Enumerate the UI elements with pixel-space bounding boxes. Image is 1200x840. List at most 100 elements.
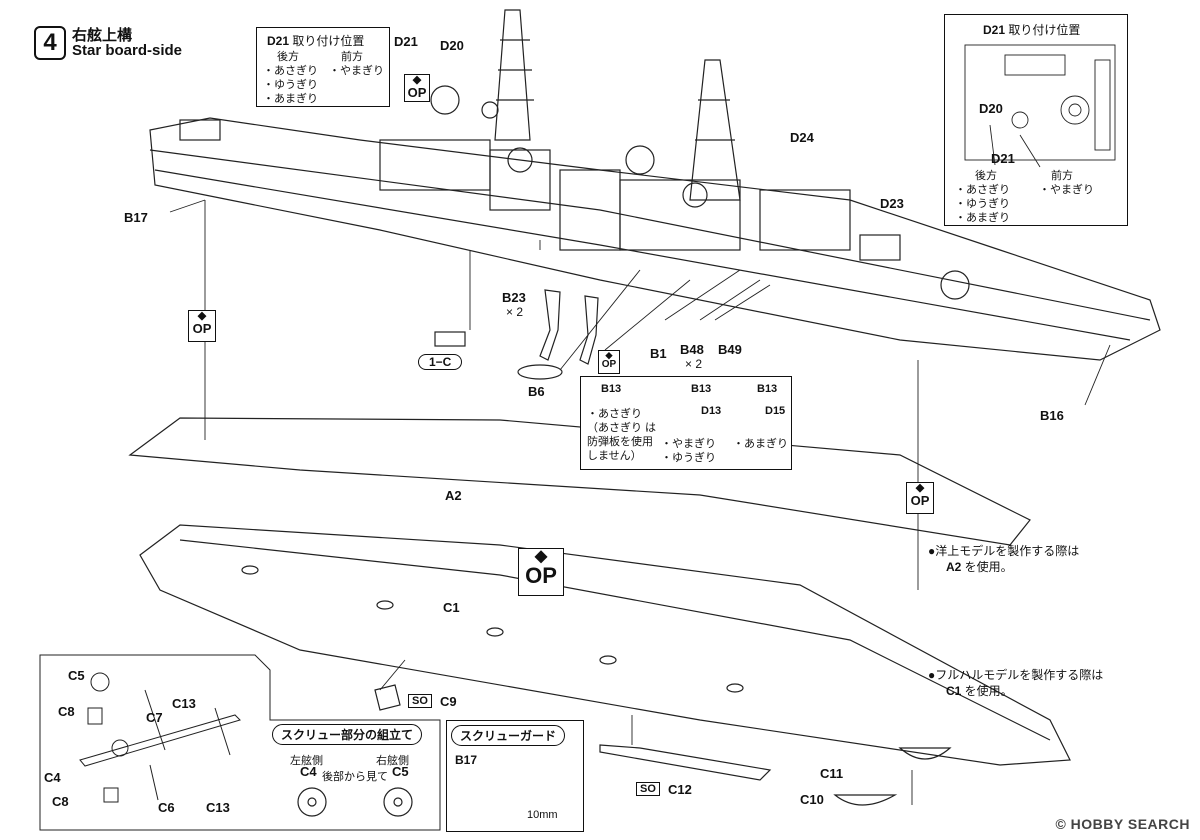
screw-box-title: スクリュー部分の組立て — [272, 724, 423, 745]
d21-inset-box: D21 取り付け位置 D20 D21 後方 前方 ・あさぎり ・ゆうぎり ・あま… — [944, 14, 1128, 226]
screw-left-part: C4 — [300, 764, 317, 779]
so-badge: SO — [636, 782, 660, 796]
guard-part-label: B17 — [455, 753, 478, 767]
op-badge: ◆ OP — [188, 310, 216, 342]
d13-label: D13 — [701, 405, 722, 417]
step-number: 4 — [34, 26, 66, 60]
d21-box-rear-item: ・ゆうぎり — [263, 79, 318, 91]
note-a2-rest: を使用。 — [961, 560, 1013, 574]
part-b48-label: B48 — [680, 342, 704, 357]
part-c6-label: C6 — [158, 800, 175, 815]
op-text: OP — [407, 85, 427, 100]
inset-d20-label: D20 — [979, 101, 1003, 116]
note-c1-line1: ●フルハルモデルを製作する際は — [928, 668, 1104, 682]
inset-title-suffix: 取り付け位置 — [1008, 23, 1081, 37]
screw-right-side: 右舷側 — [376, 755, 409, 767]
op-arrow-icon: ◆ — [197, 310, 207, 322]
op-text: OP — [910, 493, 930, 508]
part-d20-label: D20 — [440, 38, 464, 53]
part-c7-label: C7 — [146, 710, 163, 725]
d21-box-rear-label: 後方 — [277, 51, 299, 63]
part-c12-label: C12 — [668, 782, 692, 797]
d21-position-box: D21 取り付け位置 後方 前方 ・あさぎり ・ゆうぎり ・あまぎり ・やまぎり — [256, 27, 390, 107]
hull-top-outline — [149, 117, 1161, 361]
so-badge: SO — [408, 694, 432, 708]
d21-box-title: D21 — [267, 34, 290, 48]
part-b23-qty: × 2 — [506, 305, 524, 319]
inset-rear-label: 後方 — [975, 170, 997, 182]
b13-label: B13 — [601, 383, 622, 395]
part-b16-label: B16 — [1040, 408, 1064, 423]
op-arrow-icon: ◆ — [534, 548, 548, 565]
part-b1-label: B1 — [650, 346, 667, 361]
part-c13-label: C13 — [172, 696, 196, 711]
d15-label: D15 — [765, 405, 786, 417]
b13-col1-line: 防弾板を使用 — [587, 436, 653, 448]
b13-options-box: B13 B13 B13 D13 D15 ・あさぎり （あさぎり は 防弾板を使用… — [580, 376, 792, 470]
part-c5-label: C5 — [68, 668, 85, 683]
ref-1c-label: 1−C — [418, 354, 463, 370]
hull-a2-outline — [128, 417, 1031, 546]
screw-left-side: 左舷側 — [290, 755, 323, 767]
note-c1-rest: を使用。 — [961, 684, 1013, 698]
note-a2-line2: A2 を使用。 — [946, 558, 1013, 575]
part-c10-label: C10 — [800, 792, 824, 807]
inset-rear-item: ・あまぎり — [955, 212, 1010, 224]
d21-box-front-item: ・やまぎり — [329, 65, 384, 77]
op-arrow-icon: ◆ — [915, 482, 925, 494]
screw-guard-box: スクリューガード B17 10mm — [446, 720, 584, 832]
d21-box-title-suffix: 取り付け位置 — [292, 34, 365, 48]
part-d24-label: D24 — [790, 130, 814, 145]
op-text: OP — [525, 563, 557, 588]
b13-col2-line: ・ゆうぎり — [661, 452, 716, 464]
part-c8-label: C8 — [58, 704, 75, 719]
op-badge: ◆ OP — [404, 74, 430, 102]
op-badge: ◆ OP — [906, 482, 934, 514]
part-d23-label: D23 — [880, 196, 904, 211]
inset-front-item: ・やまぎり — [1039, 184, 1094, 196]
b13-col1-line: しません） — [587, 450, 642, 462]
op-badge-large: ◆ OP — [518, 548, 564, 596]
part-c9-label: C9 — [440, 694, 457, 709]
inset-rear-item: ・あさぎり — [955, 184, 1010, 196]
part-c8b-label: C8 — [52, 794, 69, 809]
b13-col2-line: ・やまぎり — [661, 438, 716, 450]
note-c1-part: C1 — [946, 684, 962, 698]
b13-label: B13 — [757, 383, 778, 395]
d21-box-front-label: 前方 — [341, 51, 363, 63]
part-c13b-label: C13 — [206, 800, 230, 815]
op-arrow-icon: ◆ — [412, 74, 422, 86]
b13-col1-line: （あさぎり は — [587, 422, 657, 434]
note-c1-line2: C1 を使用。 — [946, 682, 1013, 699]
screw-view-note: 後部から見て — [322, 771, 388, 783]
watermark: © HOBBY SEARCH — [1055, 816, 1190, 832]
note-a2-line1: ●洋上モデルを製作する際は — [928, 544, 1080, 558]
op-text: OP — [192, 321, 212, 336]
op-arrow-icon: ◆ — [605, 350, 613, 360]
guard-box-title: スクリューガード — [451, 725, 566, 746]
inset-front-label: 前方 — [1051, 170, 1073, 182]
inset-title: D21 — [983, 23, 1006, 37]
op-badge: ◆ OP — [598, 350, 620, 374]
d21-box-rear-item: ・あまぎり — [263, 93, 318, 105]
inset-d21-label: D21 — [991, 151, 1015, 166]
part-b6-label: B6 — [528, 384, 545, 399]
op-text: OP — [601, 359, 617, 370]
inset-deck-drawing — [964, 44, 1116, 168]
part-d21-label: D21 — [394, 34, 418, 49]
b13-col1-line: ・あさぎり — [587, 408, 642, 420]
inset-rear-item: ・ゆうぎり — [955, 198, 1010, 210]
note-a2-part: A2 — [946, 560, 962, 574]
hull-c1-outline — [139, 524, 1071, 766]
part-c1-label: C1 — [443, 600, 460, 615]
b13-col3-line: ・あまぎり — [733, 438, 788, 450]
screw-right-part: C5 — [392, 764, 409, 779]
part-b48-qty: × 2 — [685, 357, 703, 371]
d21-box-rear-item: ・あさぎり — [263, 65, 318, 77]
part-c11-label: C11 — [820, 766, 844, 781]
part-b49-label: B49 — [718, 342, 742, 357]
part-a2-label: A2 — [445, 488, 462, 503]
b13-label: B13 — [691, 383, 712, 395]
